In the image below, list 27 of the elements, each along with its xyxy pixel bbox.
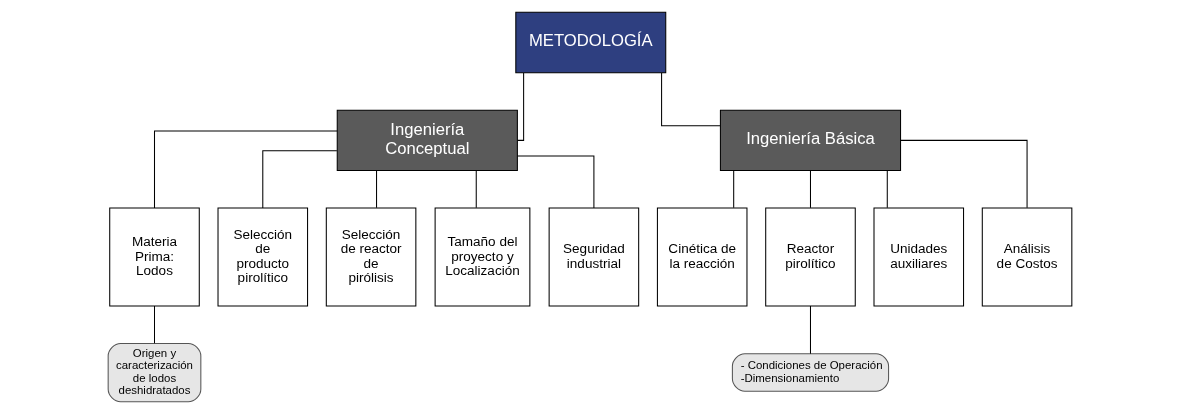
connector xyxy=(809,170,811,209)
node-box: - Condiciones de Operación -Dimensionamiento xyxy=(731,353,890,392)
node-box: Ingeniería Básica xyxy=(719,109,902,172)
node-box: Reactor pirolítico xyxy=(765,207,856,307)
connector xyxy=(154,305,155,344)
node-box: Origen y caracterización de lodos deshidratados xyxy=(107,342,202,403)
connector xyxy=(475,170,477,209)
connector xyxy=(376,170,378,209)
node-box: Ingeniería Conceptual xyxy=(336,109,518,172)
node-box: Análisis de Costos xyxy=(981,207,1073,307)
connector xyxy=(900,139,1028,209)
connector xyxy=(733,170,735,209)
node-box: Seguridad industrial xyxy=(548,207,640,307)
node-box: Cinética de la reacción xyxy=(656,207,748,307)
connector xyxy=(661,72,721,127)
connector xyxy=(886,170,888,209)
connector xyxy=(516,155,595,209)
node-box: Selección de producto pirolítico xyxy=(217,207,309,307)
connector xyxy=(262,150,338,209)
node-box: Materia Prima: Lodos xyxy=(109,207,200,307)
node-box: METODOLOGÍA xyxy=(515,11,667,74)
connector xyxy=(517,72,525,141)
node-box: Tamaño del proyecto y Localización xyxy=(434,207,531,307)
connector xyxy=(809,305,811,355)
node-box: Selección de reactor de pirólisis xyxy=(325,207,417,307)
connector xyxy=(154,130,338,209)
node-box: Unidades auxiliares xyxy=(873,207,965,307)
